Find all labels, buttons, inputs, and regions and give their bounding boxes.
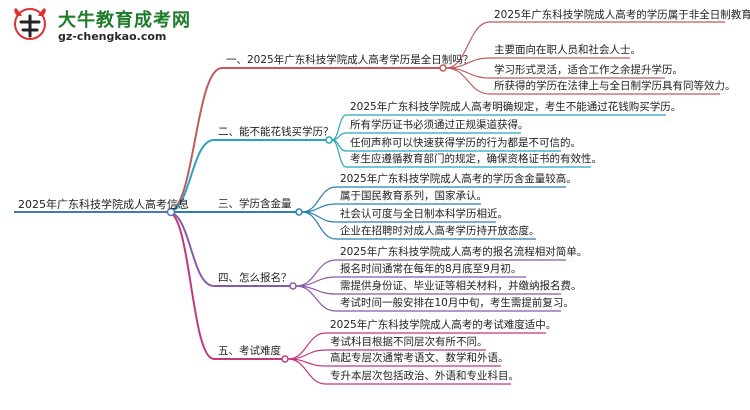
branch-4-curve bbox=[167, 211, 215, 287]
leaf-1-4-curve bbox=[445, 67, 491, 95]
leaf-1-1: 2025年广东科技学院成人高考的学历属于非全日制教育。 bbox=[494, 9, 750, 21]
leaf-2-2: 所有学历证书必须通过正规渠道获得。 bbox=[350, 119, 529, 131]
leaf-5-4-curve bbox=[287, 358, 327, 385]
branch-full-time: 一、2025年广东科技学院成人高考学历是全日制吗？ bbox=[226, 54, 474, 66]
leaf-5-1: 2025年广东科技学院成人高考的考试难度适中。 bbox=[330, 319, 557, 331]
site-title: 大牛教育成考网 bbox=[58, 10, 191, 31]
leaf-3-3: 社会认可度与全日制本科学历相近。 bbox=[340, 208, 508, 220]
branch-buy-degree: 二、能不能花钱买学历？ bbox=[218, 126, 334, 138]
leaf-2-3: 任何声称可以快速获得学历的行为都是不可信的。 bbox=[350, 137, 581, 149]
leaf-3-4: 企业在招聘时对成人高考学历持开放态度。 bbox=[340, 225, 540, 237]
leaf-1-1-curve bbox=[445, 21, 491, 69]
branch-register: 四、怎么报名？ bbox=[218, 272, 292, 284]
leaf-5-3: 高起专层次通常考语文、数学和外语。 bbox=[330, 352, 509, 364]
branch-difficulty: 五、考试难度 bbox=[218, 345, 281, 357]
leaf-4-3: 需提供身份证、毕业证等相关材料，并缴纳报名费。 bbox=[340, 280, 582, 292]
leaf-4-4: 考试时间一般安排在10月中旬，考生需提前复习。 bbox=[340, 297, 574, 309]
bull-logo-icon bbox=[14, 8, 46, 40]
leaf-3-2: 属于国民教育系列，国家承认。 bbox=[340, 190, 487, 202]
leaf-5-2: 考试科目根据不同层次有所不同。 bbox=[330, 336, 488, 348]
branch-3-node bbox=[295, 208, 303, 216]
leaf-1-4: 所获得的学历在法律上与全日制学历具有同等效力。 bbox=[494, 80, 736, 92]
leaf-3-1: 2025年广东科技学院成人高考的学历含金量较高。 bbox=[340, 173, 577, 185]
root-node-dot bbox=[166, 207, 176, 217]
leaf-1-3: 学习形式灵活，适合工作之余提升学历。 bbox=[494, 64, 683, 76]
leaf-4-2: 报名时间通常在每年的8月底至9月初。 bbox=[340, 263, 522, 275]
root-node: 2025年广东科技学院成人高考信息 bbox=[18, 198, 189, 211]
leaf-2-4-curve bbox=[331, 139, 347, 168]
branch-5-node bbox=[281, 355, 289, 363]
leaf-5-4: 专升本层次包括政治、外语和专业科目。 bbox=[330, 370, 519, 382]
leaf-4-4-curve bbox=[295, 285, 337, 312]
branch-2-curve bbox=[167, 139, 215, 213]
branch-value: 三、学历含金量 bbox=[218, 198, 292, 210]
leaf-4-1: 2025年广东科技学院成人高考的报名流程相对简单。 bbox=[340, 246, 588, 258]
branch-1-curve bbox=[167, 67, 223, 213]
leaf-3-4-curve bbox=[301, 211, 337, 240]
leaf-2-1: 2025年广东科技学院成人高考明确规定，考生不能通过花钱购买学历。 bbox=[350, 101, 682, 113]
site-url: gz-chengkao.com bbox=[58, 30, 167, 43]
branch-5-curve bbox=[167, 211, 215, 360]
leaf-1-2: 主要面向在职人员和社会人士。 bbox=[494, 44, 641, 56]
leaf-2-4: 考生应遵循教育部门的规定，确保资格证书的有效性。 bbox=[350, 153, 602, 165]
